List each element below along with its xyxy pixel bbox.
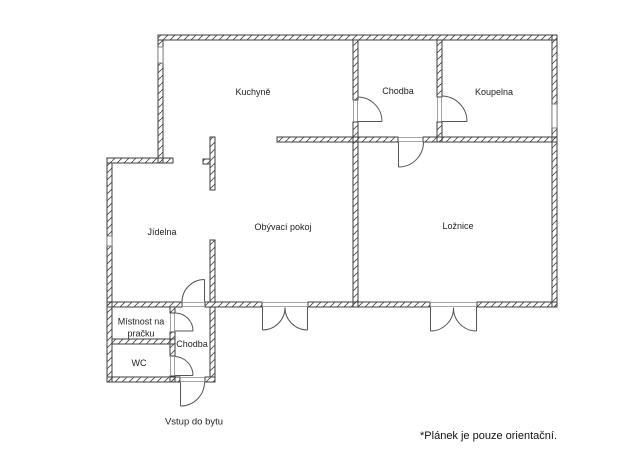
- wall-hallway-right: [209, 306, 216, 378]
- door-arc: [262, 307, 286, 331]
- opening-bedroom-door: [398, 137, 423, 142]
- opening-dining-door: [182, 302, 205, 307]
- door-arc: [174, 356, 194, 376]
- wall-entry-south-seg2: [204, 376, 216, 383]
- wall-south-seg2: [204, 301, 263, 308]
- wall-outer-left: [106, 162, 113, 383]
- window-kitchen-left: [157, 46, 164, 64]
- door-arc: [180, 381, 205, 407]
- french-door-bedroom: [430, 307, 477, 332]
- door-arc: [181, 279, 205, 303]
- room-label-wc: WC: [131, 358, 147, 369]
- door-hall-top: [357, 96, 383, 122]
- door-arc: [441, 95, 468, 122]
- wall-south-seg1: [106, 301, 183, 308]
- wall-living-bedroom: [352, 121, 359, 308]
- wall-stub-upper: [209, 136, 216, 191]
- window-bathroom-right: [551, 103, 558, 129]
- entrance-label: Vstup do bytu: [164, 416, 224, 428]
- wall-south-seg3: [307, 301, 431, 308]
- wall-hallway-left-seg3: [169, 375, 176, 383]
- room-label-jidelna: Jídelna: [147, 227, 177, 238]
- door-bedroom: [398, 141, 424, 168]
- opening-wc-door: [170, 356, 175, 376]
- window-dining-left: [106, 235, 113, 247]
- wall-outer-top: [157, 34, 558, 41]
- door-laundry: [174, 312, 194, 332]
- opening-bedroom-french: [430, 302, 477, 307]
- wall-hall-south-east: [422, 136, 558, 143]
- door-openings: [170, 97, 477, 382]
- door-arc: [284, 307, 308, 331]
- windows: [106, 46, 558, 247]
- walls: [106, 34, 558, 383]
- wall-kitchen-south-west: [276, 136, 399, 143]
- wall-hallway-left-seg2: [169, 331, 176, 357]
- wall-stub-lower: [209, 239, 216, 303]
- opening-laundry-door: [170, 313, 175, 332]
- wall-laundry-wc: [111, 338, 176, 345]
- wall-bath-left-upper: [436, 39, 443, 98]
- room-label-chodba-bottom: Chodba: [176, 339, 208, 350]
- room-label-obyvaci-pokoj: Obývací pokoj: [254, 222, 312, 233]
- door-entrance: [180, 381, 205, 407]
- door-dining: [181, 279, 205, 303]
- door-arc: [398, 141, 424, 168]
- wall-south-seg4: [476, 301, 558, 308]
- door-arc: [357, 96, 383, 122]
- opening-bath-door: [437, 97, 442, 122]
- room-label-koupelna: Koupelna: [474, 87, 514, 98]
- room-label-chodba-top: Chodba: [382, 86, 414, 97]
- room-label-mistnost-na-pracku: Místnost na pračku: [117, 316, 165, 338]
- wall-stub-tick: [202, 158, 211, 165]
- footnote-text: *Plánek je pouze orientační.: [420, 430, 557, 442]
- opening-living-french: [262, 302, 308, 307]
- wall-hall-left-upper: [352, 39, 359, 101]
- wall-entry-south-seg1: [106, 376, 181, 383]
- door-arc: [452, 307, 477, 332]
- doors: [174, 95, 477, 407]
- opening-hall-door: [353, 100, 358, 122]
- door-arc: [174, 312, 194, 332]
- door-wc: [174, 356, 194, 376]
- room-label-kuchyne: Kuchyně: [235, 87, 271, 98]
- french-door-living: [262, 307, 308, 331]
- opening-entrance: [180, 377, 205, 382]
- wall-dining-top-jog: [106, 157, 174, 164]
- wall-hallway-left-seg1: [169, 306, 176, 314]
- door-arc: [430, 307, 455, 332]
- room-label-loznice: Ložnice: [442, 221, 474, 232]
- door-bathroom: [441, 95, 468, 122]
- wall-outer-right: [551, 34, 558, 308]
